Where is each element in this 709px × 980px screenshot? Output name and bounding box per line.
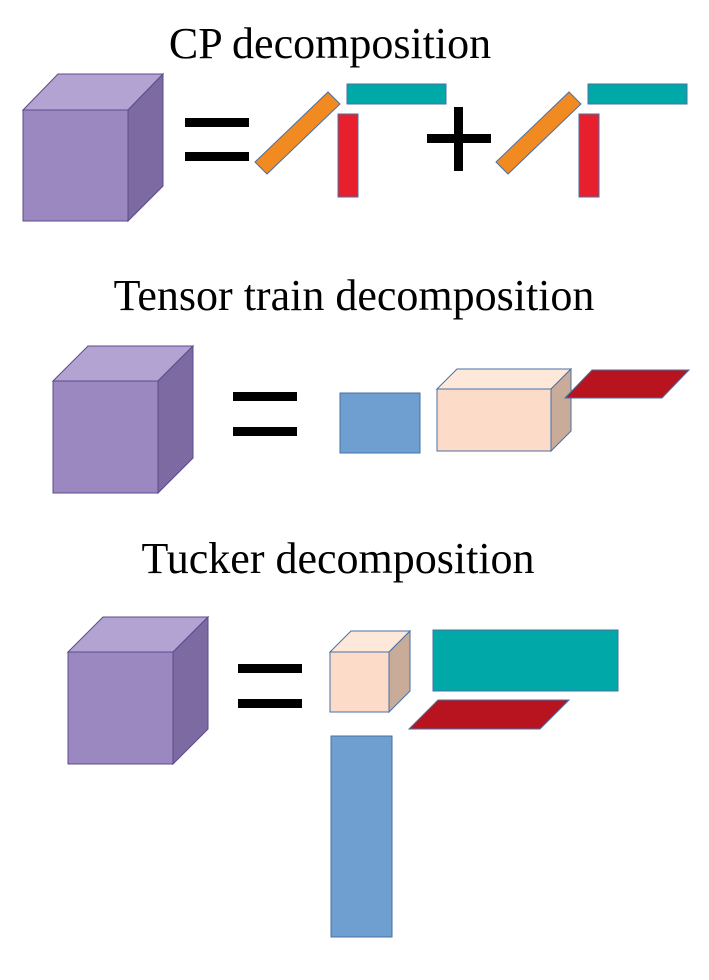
- red-factor-vector: [578, 113, 600, 198]
- orange-factor-vector: [495, 91, 582, 175]
- cp-plus-sign: [427, 107, 491, 171]
- tensor-train-title: Tensor train decomposition: [114, 271, 595, 320]
- tensor-train-section: Tensor train decomposition: [51, 271, 691, 495]
- cp-rank-one-term-2: [495, 83, 688, 198]
- cp-rank-one-term-1: [254, 83, 447, 198]
- tucker-teal-factor-matrix: [432, 629, 619, 692]
- cube-front-face: [52, 380, 159, 494]
- tt-middle-core-box: [435, 367, 573, 453]
- tucker-red-factor-matrix: [407, 699, 571, 730]
- orange-factor-vector: [254, 91, 341, 175]
- cube-front-face: [22, 109, 129, 222]
- cp-equals-sign: [185, 118, 249, 161]
- tt-last-core-matrix: [563, 369, 691, 399]
- tucker-blue-factor-matrix: [330, 735, 393, 938]
- red-factor-vector: [337, 113, 359, 198]
- cp-title: CP decomposition: [169, 19, 491, 68]
- tucker-core-tensor: [328, 629, 412, 714]
- box-front-face: [436, 388, 552, 452]
- box-top-face: [435, 368, 573, 390]
- teal-factor-vector: [346, 83, 447, 105]
- tucker-equals-sign: [238, 664, 302, 708]
- tucker-section: Tucker decomposition: [66, 534, 619, 938]
- tt-first-core-matrix: [339, 392, 421, 454]
- tucker-tensor-cube: [66, 615, 210, 766]
- cube-front-face: [67, 651, 174, 765]
- tt-equals-sign: [233, 392, 297, 436]
- tucker-title: Tucker decomposition: [141, 534, 534, 583]
- teal-factor-vector: [587, 83, 688, 105]
- cp-tensor-cube: [21, 72, 165, 223]
- cp-section: CP decomposition: [21, 19, 688, 223]
- tt-tensor-cube: [51, 344, 195, 495]
- core-front-face: [329, 651, 390, 713]
